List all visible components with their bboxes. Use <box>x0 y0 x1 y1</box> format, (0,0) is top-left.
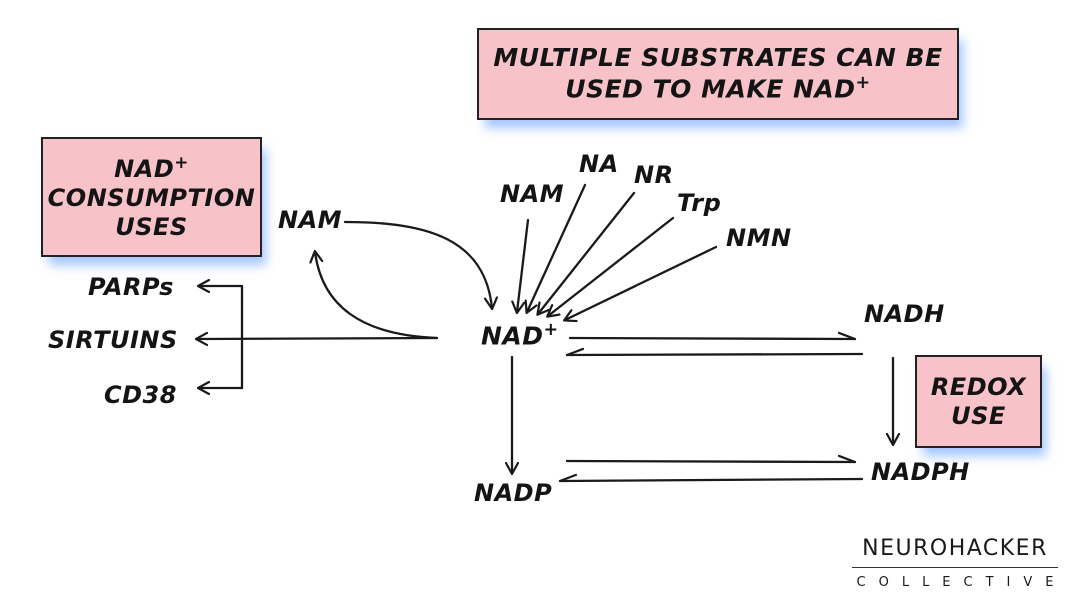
logo-subtitle: COLLECTIVE <box>856 575 1067 590</box>
node-nam-left: NAM <box>278 206 343 234</box>
redox-line-1: REDOX <box>930 372 1027 401</box>
consumption-box: NAD+ CONSUMPTION USES <box>41 137 262 257</box>
arrow-nad-to-nadh <box>568 331 857 341</box>
logo-wordmark: NEUROHACKER <box>852 536 1058 568</box>
arrow-nam-to-nad <box>343 220 492 308</box>
redox-line-2: USE <box>951 401 1006 430</box>
node-nadph: NADPH <box>871 458 970 486</box>
arrow-to-parps <box>199 286 244 302</box>
substrate-nam: NAM <box>500 180 565 208</box>
substrate-trp: Trp <box>677 189 722 217</box>
node-nadp: NADP <box>474 479 553 507</box>
node-cd38: CD38 <box>104 381 177 409</box>
arrow-nam-sub <box>517 218 530 312</box>
arrow-nad-to-nam <box>315 252 439 340</box>
arrow-nr-sub <box>538 191 636 314</box>
neurohacker-logo: NEUROHACKER COLLECTIVE <box>852 536 1058 590</box>
node-parps: PARPs <box>88 273 174 301</box>
title-line-2: USED TO MAKE NAD+ <box>565 73 871 104</box>
node-nadh: NADH <box>864 300 945 328</box>
substrate-na: NA <box>579 150 619 178</box>
title-box: MULTIPLE SUBSTRATES CAN BE USED TO MAKE … <box>477 28 959 120</box>
title-line-1: MULTIPLE SUBSTRATES CAN BE <box>493 43 943 73</box>
consumption-line-3: USES <box>115 213 188 242</box>
substrate-nr: NR <box>634 161 674 189</box>
node-sirtuins: SIRTUINS <box>48 326 178 354</box>
arrow-nad-to-sirtuins <box>197 338 439 339</box>
arrow-nmn-sub <box>565 245 718 320</box>
redox-box: REDOX USE <box>915 355 1042 448</box>
consumption-line-2: CONSUMPTION <box>47 184 256 213</box>
substrate-nmn: NMN <box>726 224 792 252</box>
arrow-nadh-to-nad <box>565 347 864 357</box>
arrow-trp-sub <box>548 216 675 316</box>
arrow-nadph-to-nadp <box>558 473 864 483</box>
node-nad-plus: NAD+ <box>481 320 559 351</box>
arrow-na-sub <box>527 183 587 312</box>
consumption-line-1: NAD+ <box>114 152 189 184</box>
arrow-nadp-to-nadph <box>565 454 857 464</box>
